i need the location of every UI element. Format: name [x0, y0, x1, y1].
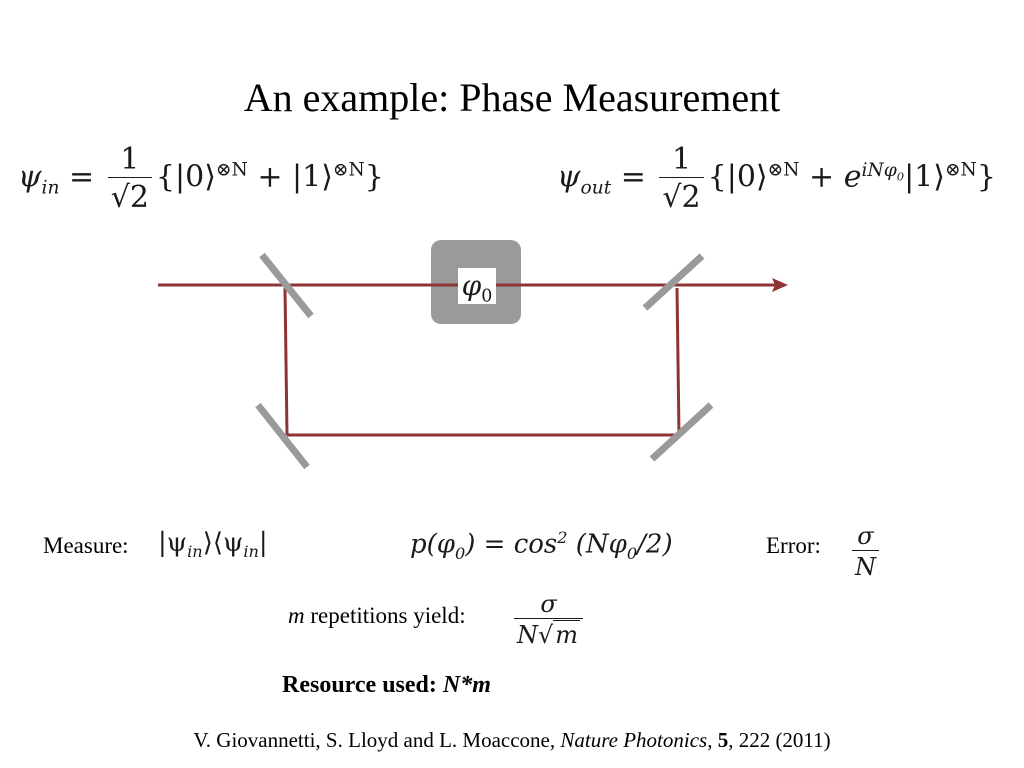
output-state-equation: ψout = 1 √2 {|0⟩⊗N + eiNφ0|1⟩⊗N} — [557, 142, 996, 215]
phase-exponent: iNφ0 — [861, 159, 905, 184]
error-label: Error: — [766, 533, 821, 558]
ket-one: |1⟩ — [904, 159, 945, 195]
one-over-root-two: 1 √2 — [107, 142, 152, 215]
repetitions-error-fraction: σ N√m — [510, 590, 587, 649]
tensor-power: ⊗N — [215, 159, 248, 181]
mirror-bottom-right — [649, 402, 714, 462]
ket-zero: {|0⟩ — [707, 159, 768, 195]
error-fraction: σ N — [848, 522, 883, 581]
projector-equation: |ψin⟩⟨ψin| — [158, 528, 268, 562]
measure-label: Measure: — [43, 533, 129, 558]
psi-symbol: ψ — [557, 159, 581, 195]
exponential-base: e — [843, 159, 862, 195]
ket-one: |1⟩ — [292, 159, 333, 195]
mirror-top-left — [259, 252, 314, 319]
arrow-head-icon — [772, 278, 788, 292]
phase-shift-label: φ0 — [458, 268, 496, 307]
tensor-power: ⊗N — [767, 159, 800, 181]
resource-statement: Resource used: N*m — [282, 672, 491, 698]
page-title: An example: Phase Measurement — [243, 75, 781, 120]
citation: V. Giovannetti, S. Lloyd and L. Moaccone… — [193, 728, 831, 752]
mirror-top-right — [642, 253, 705, 311]
input-state-equation: ψin = 1 √2 {|0⟩⊗N + |1⟩⊗N} — [18, 142, 384, 215]
left-vertical-beam — [283, 287, 289, 436]
tensor-power: ⊗N — [944, 159, 977, 181]
subscript-in: in — [41, 177, 60, 199]
right-vertical-beam — [675, 287, 681, 436]
tensor-power: ⊗N — [332, 159, 365, 181]
mirrors — [255, 252, 714, 470]
subscript-out: out — [580, 177, 612, 199]
probability-equation: p(φ0) = cos2 (Nφ0/2) — [410, 528, 673, 563]
repetitions-label: m repetitions yield: — [288, 603, 466, 628]
mirror-bottom-left — [255, 402, 310, 470]
ket-zero: {|0⟩ — [155, 159, 216, 195]
one-over-root-two: 1 √2 — [659, 142, 704, 215]
psi-symbol: ψ — [18, 159, 42, 195]
